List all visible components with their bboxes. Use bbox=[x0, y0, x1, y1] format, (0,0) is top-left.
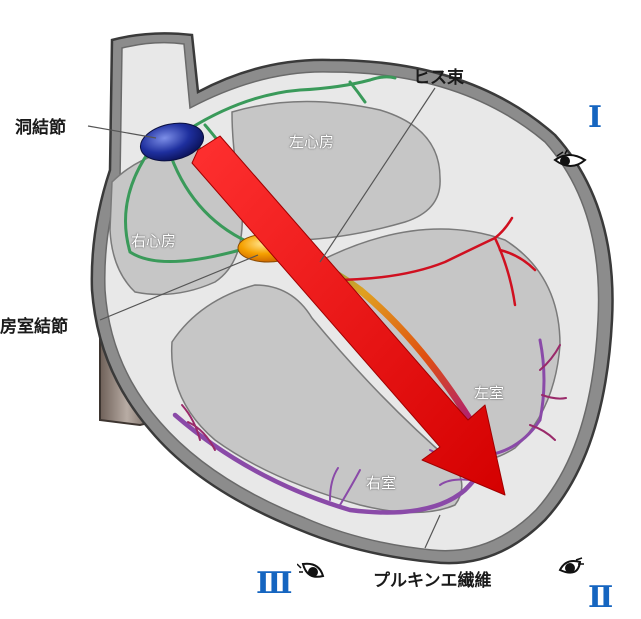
av-node-label: 房室結節 bbox=[0, 317, 68, 337]
eye-icon bbox=[553, 150, 587, 167]
purkinje-label: プルキンエ繊維 bbox=[373, 571, 492, 591]
right-ventricle-cavity bbox=[170, 284, 463, 514]
lead-1-label: Ⅰ bbox=[588, 100, 603, 135]
lead-3-label: Ⅲ bbox=[256, 566, 293, 601]
sa-node-label: 洞結節 bbox=[15, 118, 66, 138]
his-bundle-label: ヒス束 bbox=[413, 68, 464, 88]
sa-node bbox=[139, 122, 205, 162]
electrical-axis-arrow bbox=[191, 135, 506, 496]
eye-icon bbox=[297, 562, 325, 578]
right-atrium-label: 右心房 bbox=[131, 232, 177, 250]
lead-2-label: Ⅱ bbox=[588, 580, 614, 615]
left-atrium-label: 左心房 bbox=[289, 133, 335, 151]
leader-lines bbox=[87, 87, 441, 549]
left-bundle-branch bbox=[328, 216, 537, 307]
right-ventricle-label: 右室 bbox=[366, 474, 397, 492]
left-ventricle-label: 左室 bbox=[474, 384, 505, 402]
eye-icon bbox=[558, 557, 584, 574]
